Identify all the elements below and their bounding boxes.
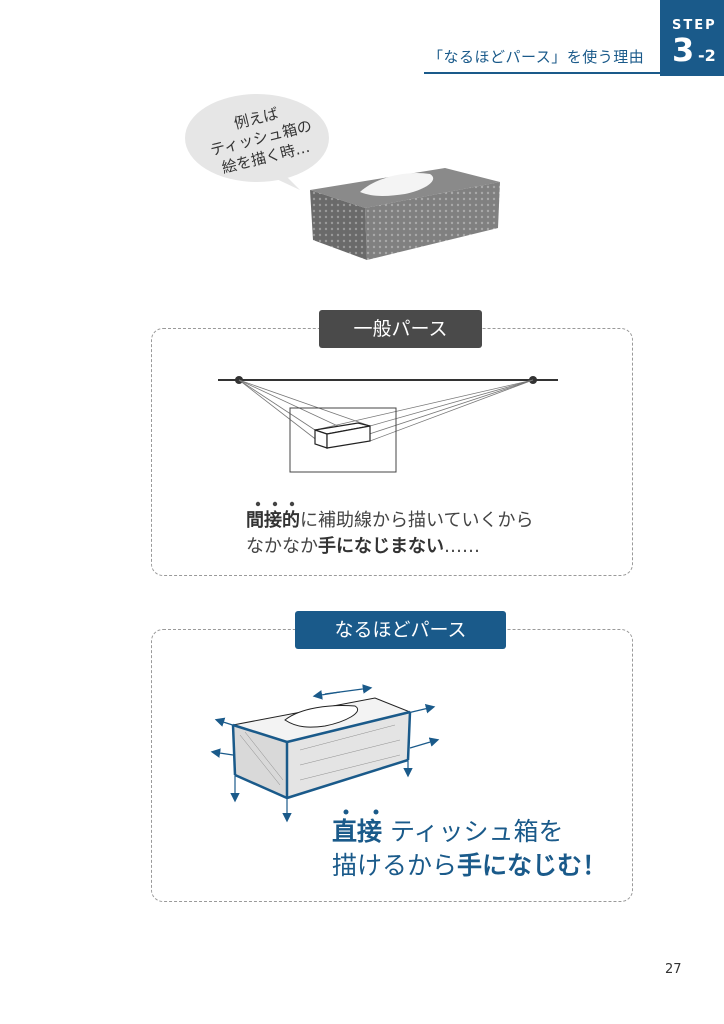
naruhodo-perspective-tag: なるほどパース [295,611,506,649]
two-point-perspective-diagram [218,376,558,473]
description-text: 描けるから [332,851,458,880]
step-label: STEP [672,18,717,33]
tissue-box-sketch [210,684,440,823]
emphasis-dots [255,501,295,507]
emphasis-dots [343,809,379,815]
step-badge: STEP 3 -2 [660,0,724,76]
general-perspective-tag: 一般パース [319,310,482,348]
tissue-box-photo [310,168,500,260]
speech-bubble [185,94,329,190]
page-number: 27 [665,962,682,977]
description-line-2: なかなか手になじまない…… [246,534,533,560]
section-title-underline [424,72,660,74]
description-text: ティッシュ箱を [382,817,564,846]
step-subnumber: -2 [698,46,716,65]
description-line-1: 間接的に補助線から描いていくから [246,508,533,534]
naruhodo-perspective-description: 直接 ティッシュ箱を 描けるから手になじむ！ [332,815,607,883]
section-title: 「なるほどパース」を使う理由 [428,48,645,66]
not-familiar-emphasis: 手になじまない [318,536,444,557]
description-text: …… [444,536,480,557]
general-perspective-description: 間接的に補助線から描いていくから なかなか手になじまない…… [246,508,533,560]
description-text: なかなか [246,536,318,557]
familiar-emphasis: 手になじむ！ [457,851,608,880]
description-line-2: 描けるから手になじむ！ [332,849,607,883]
description-line-1: 直接 ティッシュ箱を [332,815,607,849]
direct-emphasis: 直接 [332,817,383,846]
indirect-emphasis: 間接的 [246,510,300,531]
step-number: 3 [672,31,695,69]
description-text: に補助線から描いていくから [300,510,534,531]
